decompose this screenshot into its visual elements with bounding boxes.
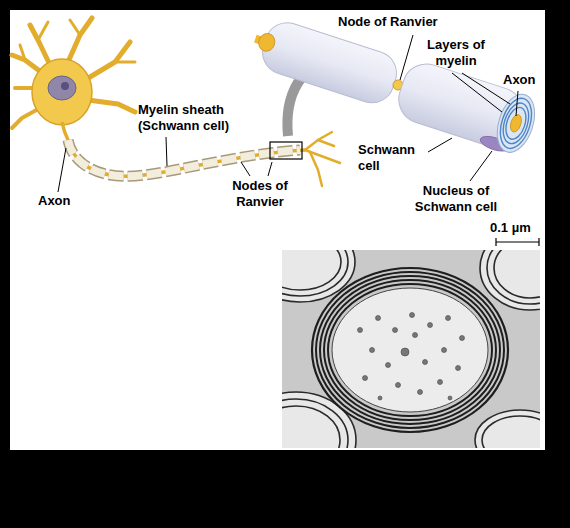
leader-lines (268, 162, 272, 176)
micrograph (358, 313, 465, 401)
micrograph (396, 383, 401, 388)
myelin-rings (502, 105, 529, 142)
micrograph (428, 323, 433, 328)
scale-label: 0.1 µm (490, 220, 544, 236)
dendrites (12, 108, 40, 128)
leader-lines (400, 35, 413, 80)
micrograph (442, 348, 447, 353)
nucleolus (61, 82, 69, 90)
micrograph (363, 376, 368, 381)
leader-lines (516, 91, 518, 116)
axon-terminals (305, 132, 340, 186)
leader-lines (58, 35, 518, 192)
dendrites (88, 100, 135, 112)
micrograph (312, 268, 508, 432)
micrograph (456, 366, 461, 371)
micrograph (401, 348, 409, 356)
micrograph (312, 268, 508, 432)
myelin-segments (68, 140, 300, 176)
micrograph (378, 396, 382, 400)
part-label: Axon (38, 193, 83, 209)
scale-bar (538, 238, 539, 246)
micrograph (393, 328, 398, 333)
part-label: Schwann cell (358, 142, 426, 174)
part-label: Nodes of Ranvier (222, 178, 298, 210)
leader-lines (470, 151, 492, 181)
white-panel (10, 10, 545, 450)
micrograph (282, 406, 340, 448)
micrograph (316, 272, 504, 428)
micrograph (282, 250, 348, 296)
micrograph (475, 410, 540, 448)
leader-lines (452, 73, 502, 112)
micrograph (328, 284, 492, 416)
dendrites (38, 22, 48, 40)
cross-section (490, 90, 541, 158)
micrograph (282, 250, 540, 448)
dendrites (68, 18, 92, 62)
leader-lines (241, 162, 250, 176)
micrograph (418, 390, 423, 395)
micrograph (410, 313, 415, 318)
micrograph (494, 250, 540, 298)
micrograph (423, 360, 428, 365)
part-label: Myelin sheath (Schwann cell) (138, 102, 250, 134)
micrograph (448, 396, 452, 400)
part-label: Nucleus of Schwann cell (404, 183, 508, 215)
myelin-rings (495, 94, 538, 152)
micrograph (386, 363, 391, 368)
dendrites (20, 45, 25, 60)
myelin-outline (68, 140, 300, 176)
dendrites (12, 18, 135, 128)
leader-lines (462, 73, 510, 104)
micrograph (320, 276, 500, 424)
micrograph (460, 336, 465, 341)
leader-lines (166, 137, 167, 166)
part-label: Node of Ranvier (338, 14, 468, 30)
part-label: Layers of myelin (418, 37, 494, 69)
myelin-rings (499, 100, 534, 147)
axon-stub (256, 31, 277, 53)
dendrites (115, 61, 135, 64)
micrograph (482, 416, 540, 448)
dendrites (30, 25, 50, 65)
scale-bar (495, 238, 496, 246)
scale-bar (496, 238, 539, 246)
micrograph (324, 280, 496, 420)
axon-terminals (310, 152, 322, 186)
axon-terminals (318, 140, 334, 146)
scale-bar (496, 241, 539, 242)
micrograph (446, 316, 451, 321)
zoom-box (270, 142, 302, 159)
schwann-cylinder (257, 17, 402, 108)
micrograph (282, 250, 540, 448)
micrograph (282, 250, 341, 290)
axon-core (508, 113, 523, 133)
leader-lines (428, 138, 452, 152)
micrograph (413, 333, 418, 338)
myelin-rings (495, 94, 538, 152)
micrograph (487, 250, 540, 304)
cell-body (32, 59, 92, 125)
cell-nucleus (48, 76, 76, 100)
dendrites (70, 20, 80, 35)
part-label: Axon (503, 72, 545, 88)
micrograph (332, 288, 488, 412)
micrograph (370, 348, 375, 353)
micrograph (358, 328, 363, 333)
micrograph (376, 316, 381, 321)
enlarged-myelin (245, 10, 541, 159)
leader-lines (58, 148, 66, 192)
micrograph (438, 380, 443, 385)
